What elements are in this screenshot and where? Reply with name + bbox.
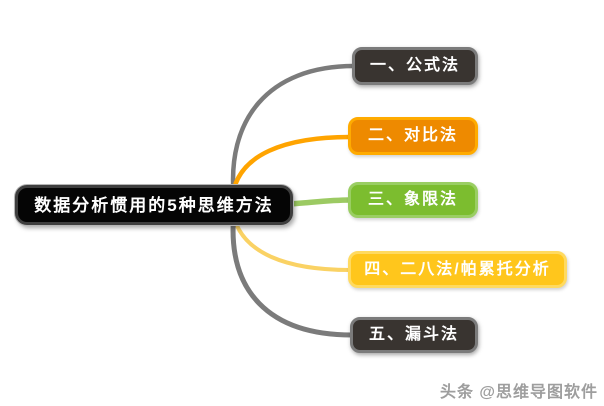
connector-branch-1 — [230, 63, 357, 201]
branch-node-5-label: 五、漏斗法 — [368, 326, 459, 343]
connector-branch-3 — [285, 197, 353, 207]
watermark: 头条 @思维导图软件 — [439, 384, 598, 401]
branch-node-2[interactable]: 二、对比法 — [348, 117, 478, 155]
branch-node-5[interactable]: 五、漏斗法 — [350, 317, 478, 353]
root-node[interactable]: 数据分析惯用的5种思维方法 — [15, 185, 293, 225]
branch-node-3-label: 三、象限法 — [367, 191, 458, 208]
connector-branch-5 — [230, 209, 355, 338]
branch-node-1-label: 一、公式法 — [369, 57, 460, 74]
branch-node-2-label: 二、对比法 — [367, 127, 458, 144]
branch-node-4[interactable]: 四、二八法/帕累托分析 — [348, 251, 567, 288]
branch-node-3[interactable]: 三、象限法 — [348, 182, 478, 218]
branch-node-4-label: 四、二八法/帕累托分析 — [364, 260, 551, 278]
branch-node-1[interactable]: 一、公式法 — [352, 47, 478, 85]
root-node-label: 数据分析惯用的5种思维方法 — [34, 195, 274, 215]
